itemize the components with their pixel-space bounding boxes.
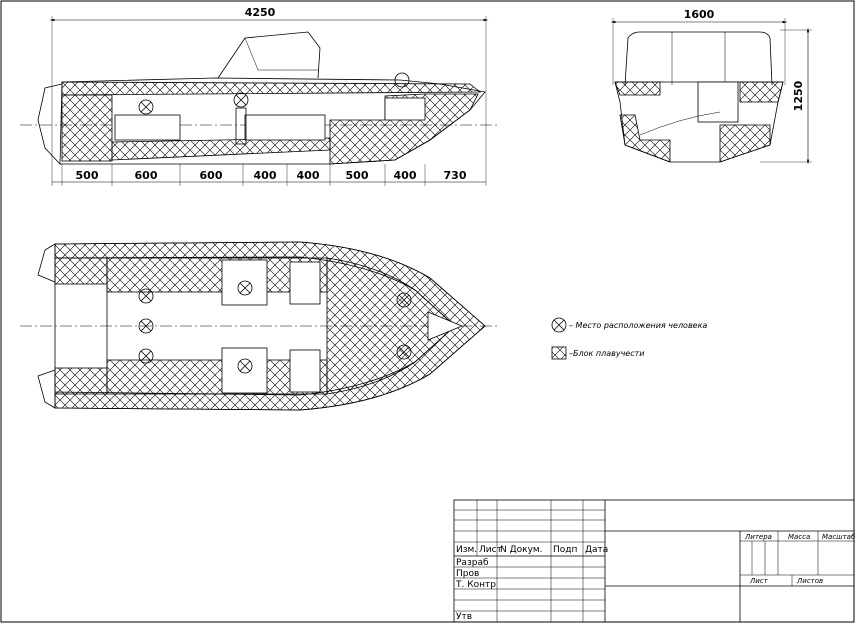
person-marker-plan-1 [138, 288, 154, 304]
section-dim-2: 600 [135, 169, 158, 182]
legend-buoyancy-label: –Блок плавучести [569, 349, 644, 358]
person-marker-side-2 [233, 92, 249, 108]
role-developer: Разраб [456, 558, 489, 568]
role-approved: Утв [456, 612, 472, 622]
col-header-izm: Изм. [456, 545, 477, 555]
role-checker: Пров [456, 569, 479, 579]
section-dim-8: 730 [444, 169, 467, 182]
side-view [20, 16, 500, 186]
height-label: 1250 [792, 80, 805, 111]
width-label: 1600 [684, 8, 715, 21]
section-dim-6: 500 [346, 169, 369, 182]
right-header-litera: Литера [744, 533, 772, 541]
legend [551, 317, 567, 360]
col-header-date: Дата [585, 545, 608, 555]
section-dim-3: 600 [200, 169, 223, 182]
section-dimensions: 500 600 600 400 400 500 400 730 [76, 169, 467, 182]
col-header-list: Лист [479, 545, 502, 555]
section-dim-1: 500 [76, 169, 99, 182]
section-dim-4: 400 [254, 169, 277, 182]
person-marker-plan-7 [396, 344, 412, 360]
sheets-label: Листов [796, 577, 823, 585]
buoyancy-block-bow-plan [326, 257, 456, 395]
role-tech-control: Т. Контр [455, 580, 496, 590]
title-block-text: Изм. Лист N Докум. Подп Дата Разраб Пров… [455, 533, 856, 622]
legend-buoyancy-swatch [551, 346, 567, 360]
person-marker-side-1 [138, 99, 154, 115]
legend-person-label: – Место расположения человека [569, 321, 707, 330]
person-marker-plan-3 [138, 348, 154, 364]
title-block [453, 499, 855, 623]
col-header-doc: N Докум. [500, 545, 543, 555]
person-marker-plan-5 [237, 358, 253, 374]
right-header-mass: Масса [788, 533, 810, 541]
person-marker-plan-2 [138, 318, 154, 334]
col-header-sign: Подп [553, 545, 577, 555]
front-view [610, 18, 812, 165]
buoyancy-block-stern [61, 94, 113, 162]
sheet-label: Лист [749, 577, 769, 585]
person-marker-plan-6 [396, 292, 412, 308]
overall-length-label: 4250 [245, 6, 276, 19]
plan-view [20, 241, 500, 411]
section-dim-5: 400 [297, 169, 320, 182]
right-header-scale: Масштаб [822, 533, 856, 541]
section-dim-7: 400 [394, 169, 417, 182]
legend-person-icon [551, 317, 567, 333]
person-marker-plan-4 [237, 280, 253, 296]
